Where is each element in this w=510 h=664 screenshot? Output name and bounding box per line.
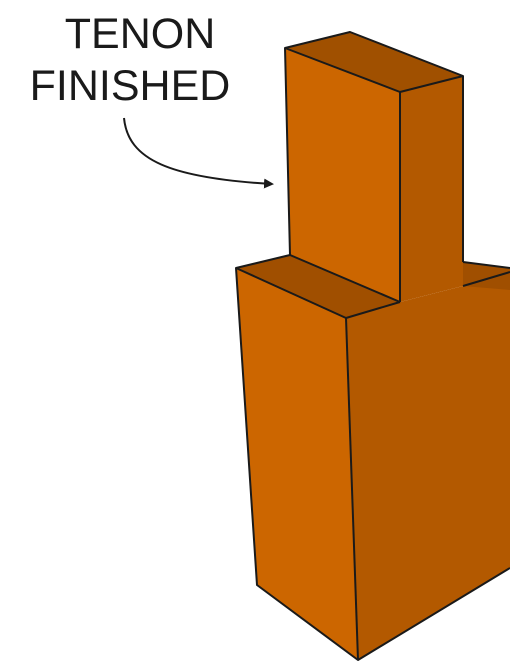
tenon-top-side-edge: [399, 75, 464, 93]
base-front-face: [236, 268, 358, 660]
shoulder-back-edge: [462, 261, 510, 269]
tenon-base-join-edge: [289, 254, 401, 303]
annotation-label-line-2: FINISHED: [29, 62, 231, 110]
base-front-top-edge: [235, 267, 347, 319]
base-side-face: [346, 270, 510, 660]
annotation-label-line-1: TENON: [64, 10, 216, 58]
base-shoulder-front: [236, 255, 400, 318]
tenon-top-front-edge: [284, 47, 401, 93]
base-shoulder-edge: [345, 301, 401, 319]
tenon-front-face: [285, 48, 400, 302]
shoulder-back-lower-edge: [462, 271, 510, 287]
tenon-top-face: [285, 32, 463, 92]
block-edges: [235, 31, 510, 661]
annotation-arrow: [123, 117, 274, 189]
tenon-side-face: [400, 76, 463, 302]
tenon-outline: [284, 31, 464, 262]
base-outline: [235, 254, 510, 661]
base-vertical-edge: [345, 317, 359, 661]
